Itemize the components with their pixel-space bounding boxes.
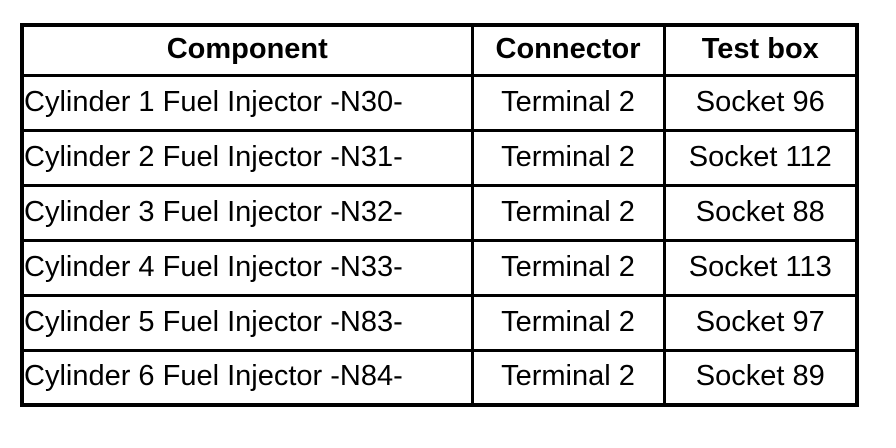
cell-connector: Terminal 2: [470, 183, 666, 242]
cell-testbox: Socket 112: [662, 128, 859, 187]
cell-connector: Terminal 2: [470, 238, 666, 297]
cell-component: Cylinder 4 Fuel Injector -N33-: [20, 238, 474, 297]
table-header-row: Component Connector Test box: [20, 23, 859, 77]
cell-connector: Terminal 2: [470, 128, 666, 187]
cell-testbox: Socket 89: [662, 348, 859, 407]
cell-component: Cylinder 5 Fuel Injector -N83-: [20, 293, 474, 352]
table-row: Cylinder 2 Fuel Injector -N31- Terminal …: [20, 128, 859, 187]
cell-component: Cylinder 3 Fuel Injector -N32-: [20, 183, 474, 242]
cell-component: Cylinder 1 Fuel Injector -N30-: [20, 73, 474, 132]
cell-connector: Terminal 2: [470, 293, 666, 352]
cell-component: Cylinder 2 Fuel Injector -N31-: [20, 128, 474, 187]
cell-testbox: Socket 96: [662, 73, 859, 132]
fuel-injector-test-table: Component Connector Test box Cylinder 1 …: [20, 23, 859, 407]
table-row: Cylinder 6 Fuel Injector -N84- Terminal …: [20, 348, 859, 407]
header-testbox: Test box: [662, 23, 859, 77]
cell-component: Cylinder 6 Fuel Injector -N84-: [20, 348, 474, 407]
table-row: Cylinder 4 Fuel Injector -N33- Terminal …: [20, 238, 859, 297]
cell-testbox: Socket 113: [662, 238, 859, 297]
table-row: Cylinder 5 Fuel Injector -N83- Terminal …: [20, 293, 859, 352]
cell-testbox: Socket 88: [662, 183, 859, 242]
table-row: Cylinder 3 Fuel Injector -N32- Terminal …: [20, 183, 859, 242]
cell-connector: Terminal 2: [470, 348, 666, 407]
table-row: Cylinder 1 Fuel Injector -N30- Terminal …: [20, 73, 859, 132]
header-connector: Connector: [470, 23, 666, 77]
cell-testbox: Socket 97: [662, 293, 859, 352]
header-component: Component: [20, 23, 474, 77]
spec-table: Component Connector Test box Cylinder 1 …: [20, 23, 859, 407]
cell-connector: Terminal 2: [470, 73, 666, 132]
